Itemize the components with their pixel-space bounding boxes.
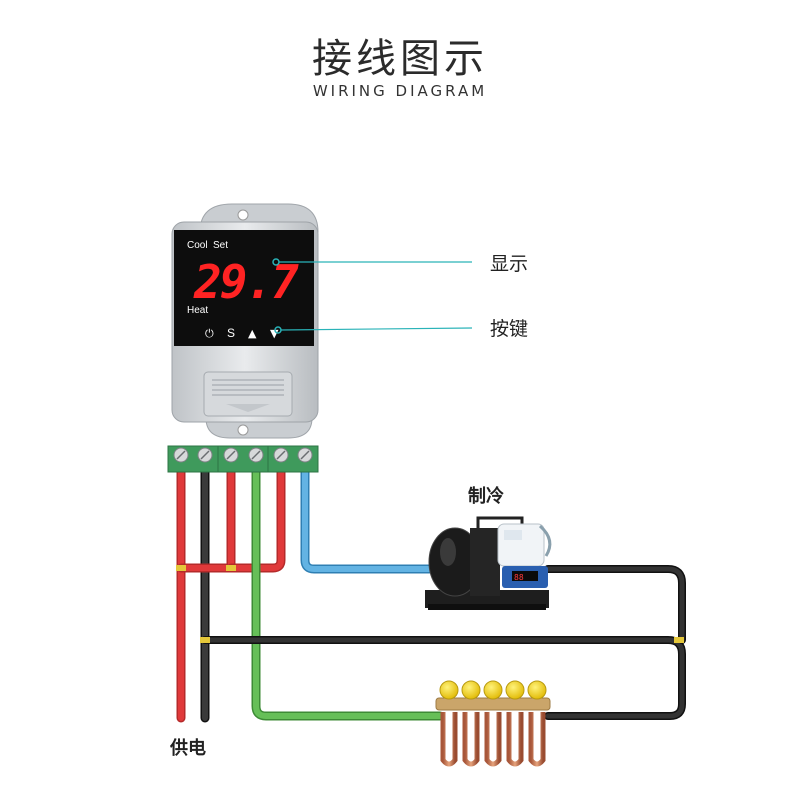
splice-marker xyxy=(674,637,684,643)
terminal-cover xyxy=(203,371,293,417)
compressor-unit: 88 制冷 xyxy=(425,485,552,610)
page-subtitle: WIRING DIAGRAM xyxy=(312,82,488,100)
cooling-label: 制冷 xyxy=(468,485,504,507)
callouts: 显示 按键 xyxy=(272,253,528,340)
power-supply-label: 供电 xyxy=(169,737,206,759)
heater-element xyxy=(435,680,551,767)
thermostat-controller: Cool Set Heat 29.7 ⏻ S ▲ ▼ xyxy=(171,203,319,439)
down-button[interactable]: ▼ xyxy=(270,327,279,340)
buttons-callout-label: 按键 xyxy=(490,318,528,340)
set-button[interactable]: S xyxy=(227,326,235,340)
terminal-blocks xyxy=(167,445,319,473)
temperature-display: 29.7 xyxy=(193,255,299,309)
indicator-cool: Cool xyxy=(187,240,208,251)
page-title: 接线图示 xyxy=(312,36,488,82)
indicator-set: Set xyxy=(213,240,228,251)
buttons-callout-line xyxy=(280,327,473,331)
indicator-heat: Heat xyxy=(187,305,208,316)
splice-marker xyxy=(226,565,236,571)
splice-marker xyxy=(200,637,210,643)
display-callout-label: 显示 xyxy=(490,253,528,275)
wire-blue-cooling xyxy=(300,465,437,574)
svg-text:88: 88 xyxy=(514,573,524,582)
wire-black-compressor xyxy=(544,565,686,644)
controller-front-panel xyxy=(174,230,314,346)
power-button[interactable]: ⏻ xyxy=(205,327,214,340)
splice-marker xyxy=(176,565,186,571)
wires xyxy=(176,465,686,723)
up-button[interactable]: ▲ xyxy=(248,327,257,340)
